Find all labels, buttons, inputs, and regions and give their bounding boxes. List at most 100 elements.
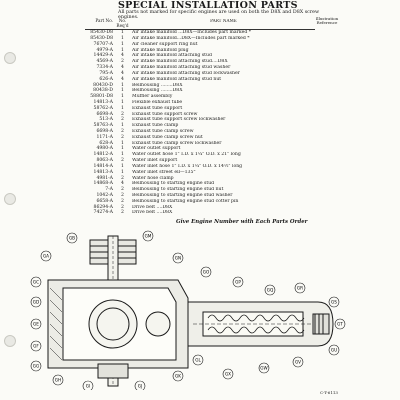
page-title: SPECIAL INSTALLATION PARTS: [118, 0, 298, 11]
part-name: Drive belt ....D8X: [132, 210, 173, 216]
illustration-reference-header: Illustration Reference: [315, 16, 339, 26]
part-name: Muffler assembly: [132, 94, 173, 100]
quantity: 2: [121, 134, 124, 140]
callout-label: GP: [235, 280, 241, 285]
part-number: 80438-D: [93, 88, 113, 94]
part-name: Air intake manifold attaching stud....D8…: [132, 59, 228, 65]
part-name: Exhaust tube support screw: [132, 111, 198, 117]
callout-label: GU: [331, 348, 337, 353]
callout-circle: [192, 354, 204, 366]
callout-label: GG: [33, 364, 40, 369]
callout-label: GJ: [138, 384, 142, 389]
part-number: 628-A: [99, 140, 113, 146]
callout-circle: [258, 362, 270, 374]
callout-circle: [264, 284, 276, 296]
quantity: 1: [121, 169, 124, 175]
callout-circle: [172, 252, 184, 264]
callout-circle: [40, 250, 52, 262]
callout-label: GH: [55, 378, 61, 383]
quantity: 2: [121, 158, 124, 164]
part-number: 74274-A: [93, 210, 113, 216]
part-name: Air cleaner support ring nut: [132, 41, 198, 47]
part-name: Flexible exhaust tube: [132, 99, 183, 105]
quantity: 1: [121, 99, 124, 105]
callout-circle: [142, 230, 154, 242]
col-name: PART NAME: [210, 19, 237, 23]
quantity: 1: [121, 36, 124, 41]
part-name: Air intake manifold ...D8X—Includes part…: [132, 30, 252, 36]
callout-circle: [82, 380, 94, 390]
callout-circle: [328, 344, 340, 356]
part-number: 86294-A: [93, 204, 113, 210]
callout-label: GT: [337, 322, 343, 327]
part-number: 85430-D8: [90, 36, 113, 41]
part-name: Air intake manifold plug: [132, 47, 189, 53]
quantity: 2: [121, 204, 124, 210]
part-number: 58762-A: [93, 105, 113, 111]
callout-circle: [172, 370, 184, 382]
part-number: 14814-A: [93, 163, 113, 169]
callout-circle: [292, 356, 304, 368]
quantity: 2: [121, 198, 124, 204]
part-name: Bellhousing to starting engine stud: [132, 181, 215, 187]
callout-label: GL: [195, 358, 201, 363]
quantity: 2: [121, 210, 124, 216]
table-row: 86294-A 2 Drive belt ....D8X: [85, 205, 315, 211]
callout-circle: [66, 232, 78, 244]
quantity: 1: [121, 163, 124, 169]
part-number: 14812-A: [93, 152, 113, 158]
part-number: 58801-D8: [90, 94, 113, 100]
quantity: 2: [121, 175, 124, 181]
part-number: 1171-A: [96, 134, 113, 140]
callout-circle: [232, 276, 244, 288]
part-number: 513-A: [99, 117, 113, 123]
quantity: 1: [121, 82, 124, 88]
quantity: 4: [121, 53, 124, 59]
callout-circle: [328, 296, 340, 308]
callout-label: GM: [145, 234, 152, 239]
part-name: Water inlet support: [132, 158, 178, 164]
callout-label: GW: [260, 366, 267, 371]
quantity: 2: [121, 111, 124, 117]
part-number: 14813-A: [93, 169, 113, 175]
part-number: 14868-A: [93, 181, 113, 187]
table-row: 4981-A 2 Water hose clamp: [85, 176, 315, 182]
part-name: Drive belt ....D8X: [132, 204, 173, 210]
part-name: Bellhousing ........D8X: [132, 88, 183, 94]
part-name: Air intake manifold...D8X—Includes part …: [132, 36, 250, 41]
callout-label: GO: [203, 270, 210, 275]
quantity: 2: [121, 59, 124, 65]
callout-circle: [30, 276, 42, 288]
part-number: 7334-A: [96, 65, 113, 71]
quantity: 1: [121, 152, 124, 158]
callout-circle: [30, 318, 42, 330]
part-number: 626-A: [99, 76, 113, 82]
part-number: 8063-A: [96, 158, 113, 164]
part-number: 4981-A: [96, 175, 113, 181]
part-name: Water hose clamp: [132, 175, 174, 181]
quantity: 1: [121, 47, 124, 53]
callout-label: GE: [33, 322, 39, 327]
quantity: 1: [121, 146, 124, 152]
quantity: 1: [121, 41, 124, 47]
callout-label: GB: [69, 236, 75, 241]
quantity: 2: [121, 187, 124, 193]
